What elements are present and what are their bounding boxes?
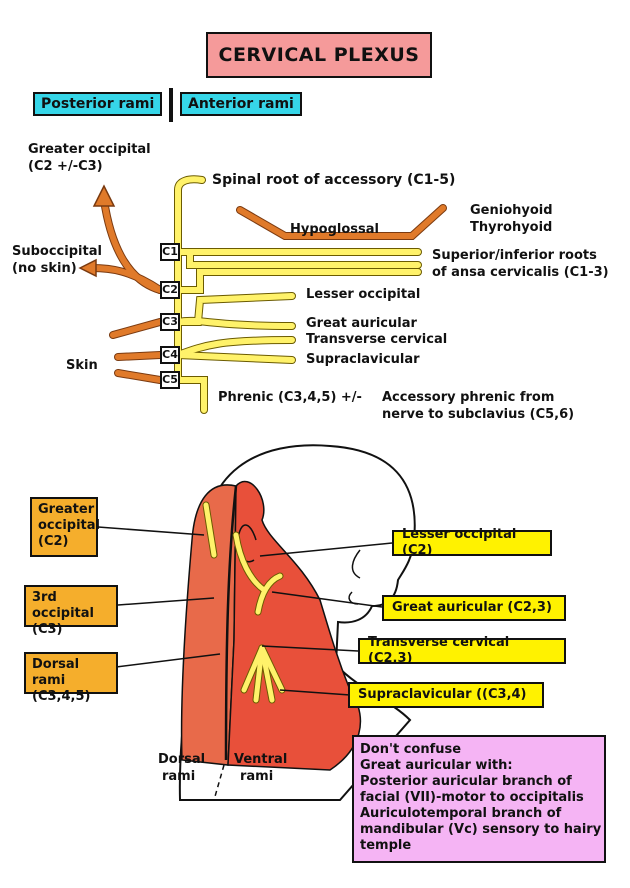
geniohyoid-label: Geniohyoid bbox=[470, 203, 553, 218]
root-box-c2: C2 bbox=[160, 281, 180, 299]
head-neck-illustration bbox=[97, 444, 416, 801]
midline bbox=[224, 485, 238, 761]
note-line: Don't confuse bbox=[360, 742, 462, 757]
dorsal-rami-box: Dorsal rami (C3,4,5) bbox=[24, 652, 118, 704]
phrenic-label: Phrenic (C3,4,5) +/- bbox=[218, 390, 362, 405]
ansa-label-line1: Superior/inferior roots bbox=[432, 248, 597, 263]
greater-occipital-arrowhead bbox=[92, 184, 116, 207]
root-box-c1: C1 bbox=[160, 243, 180, 261]
dashed-line bbox=[213, 764, 225, 801]
neck-nerves bbox=[203, 502, 285, 703]
ansa-label-line2: of ansa cervicalis (C1-3) bbox=[432, 265, 609, 280]
leader-lines bbox=[97, 526, 393, 696]
hypoglossal-label: Hypoglossal bbox=[290, 222, 379, 237]
note-line: mandibular (Vc) sensory to hairy bbox=[360, 822, 602, 837]
greater-occipital-label: Greater occipital bbox=[28, 142, 151, 157]
transverse-cervical-label: Transverse cervical bbox=[306, 332, 448, 347]
dont-confuse-note: Don't confuse Great auricular with: Post… bbox=[352, 735, 606, 863]
greater-occipital-roots-label: (C2 +/-C3) bbox=[28, 159, 103, 174]
ventral-rami-label: rami bbox=[240, 769, 274, 784]
accessory-phrenic-line1: Accessory phrenic from bbox=[382, 390, 555, 405]
root-box-c3: C3 bbox=[160, 313, 180, 331]
root-box-c4: C4 bbox=[160, 346, 180, 364]
root-box-c5: C5 bbox=[160, 371, 180, 389]
supraclavicular-box: Supraclavicular ((C3,4) bbox=[348, 682, 544, 708]
note-line: Auriculotemporal branch of bbox=[360, 806, 562, 821]
transverse-cervical-box: Transverse cervical (C2,3) bbox=[358, 635, 566, 666]
spinal-root-label: Spinal root of accessory (C1-5) bbox=[212, 172, 456, 188]
posterior-rami bbox=[89, 197, 446, 383]
supraclavicular-label: Supraclavicular bbox=[306, 352, 420, 367]
anterior-rami-tab: Anterior rami bbox=[180, 92, 302, 116]
note-line: Great auricular with: bbox=[360, 758, 513, 773]
suboccipital-label: Suboccipital bbox=[12, 244, 102, 259]
note-line: Posterior auricular branch of bbox=[360, 774, 572, 789]
skin-label: Skin bbox=[66, 358, 98, 373]
tab-divider bbox=[169, 88, 173, 122]
great-auricular-label: Great auricular bbox=[306, 316, 417, 331]
suboccipital-arrowhead bbox=[78, 258, 97, 278]
lesser-occipital-label: Lesser occipital bbox=[306, 287, 421, 302]
great-auricular-box: Great auricular (C2,3) bbox=[382, 595, 566, 621]
dorsal-rami-label: rami bbox=[162, 769, 196, 784]
greater-occipital-box: Greater occipital (C2) bbox=[30, 497, 100, 557]
anterior-rami bbox=[175, 176, 421, 413]
note-line: temple bbox=[360, 838, 412, 853]
third-occipital-box: 3rd occipital (C3) bbox=[24, 585, 118, 637]
accessory-phrenic-line2: nerve to subclavius (C5,6) bbox=[382, 407, 575, 422]
note-line: facial (VII)-motor to occipitalis bbox=[360, 790, 584, 805]
dorsal-region bbox=[180, 484, 237, 766]
thyrohyoid-label: Thyrohyoid bbox=[470, 220, 553, 235]
ventral-label: Ventral bbox=[234, 752, 288, 767]
page-title: CERVICAL PLEXUS bbox=[206, 32, 432, 78]
suboccipital-note-label: (no skin) bbox=[12, 261, 77, 276]
posterior-rami-tab: Posterior rami bbox=[33, 92, 163, 116]
lesser-occipital-box: Lesser occipital (C2) bbox=[392, 527, 552, 558]
dorsal-label: Dorsal bbox=[158, 752, 206, 767]
